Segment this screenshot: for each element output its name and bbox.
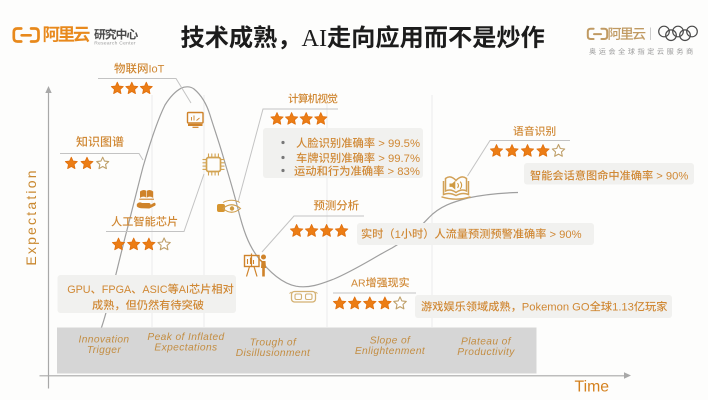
svg-text:Disillusionment: Disillusionment <box>236 348 311 359</box>
svg-text:Enlightenment: Enlightenment <box>355 346 426 357</box>
svg-text:Expectations: Expectations <box>154 342 217 353</box>
svg-text:Pokemon GO: Pokemon GO <box>522 302 590 314</box>
svg-text:Trough of: Trough of <box>250 338 297 349</box>
svg-text:AR: AR <box>351 278 366 290</box>
svg-text:GPU: GPU <box>67 284 90 296</box>
svg-text:Peak of Inflated: Peak of Inflated <box>147 332 224 343</box>
svg-text:Expectation: Expectation <box>23 168 39 265</box>
svg-text:AI: AI <box>302 25 328 52</box>
svg-text:FPGA: FPGA <box>102 284 132 296</box>
svg-text:> 90%: > 90% <box>653 171 688 183</box>
svg-text:Innovation: Innovation <box>78 335 129 346</box>
svg-text:> 99.7%: > 99.7% <box>375 153 420 165</box>
svg-text:Plateau of: Plateau of <box>461 337 512 348</box>
svg-text:Trigger: Trigger <box>87 345 122 356</box>
svg-text:1.13: 1.13 <box>612 302 634 314</box>
svg-text:> 90%: > 90% <box>546 229 581 241</box>
svg-text:Time: Time <box>575 379 610 396</box>
svg-text:AI: AI <box>179 284 189 296</box>
svg-text:IoT: IoT <box>149 64 165 76</box>
svg-text:Research Center: Research Center <box>94 40 136 46</box>
svg-text:ASIC: ASIC <box>142 284 167 296</box>
svg-text:> 83%: > 83% <box>384 166 420 178</box>
svg-text:Slope of: Slope of <box>370 336 411 347</box>
svg-text:1: 1 <box>395 229 401 241</box>
svg-text:> 99.5%: > 99.5% <box>375 138 420 150</box>
svg-text:Productivity: Productivity <box>457 347 515 358</box>
